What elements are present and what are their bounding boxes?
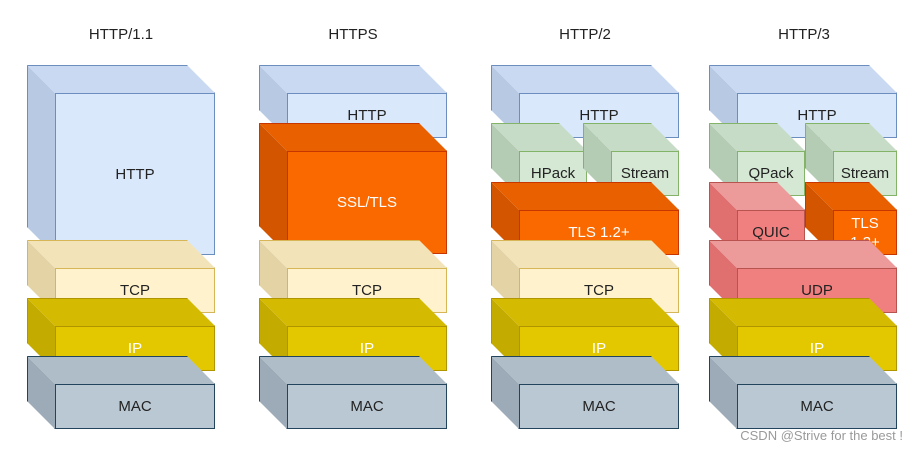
layer-top-face <box>259 65 447 93</box>
layer-http2-mac: MAC <box>491 356 679 429</box>
layer-side-face <box>27 65 55 255</box>
layer-top-face <box>27 298 215 326</box>
layer-top-face <box>709 298 897 326</box>
layer-http1-1-http: HTTP <box>27 65 215 255</box>
layer-top-face <box>709 240 897 268</box>
layer-top-face <box>259 356 447 384</box>
layer-label: MAC <box>519 384 679 429</box>
watermark: CSDN @Strive for the best ! <box>740 428 903 443</box>
layer-label: SSL/TLS <box>287 151 447 254</box>
layer-http3-mac: MAC <box>709 356 897 429</box>
layer-label: MAC <box>287 384 447 429</box>
layer-top-face <box>27 356 215 384</box>
layer-top-face <box>491 240 679 268</box>
layer-http1-1-mac: MAC <box>27 356 215 429</box>
column-title-https: HTTPS <box>328 26 378 43</box>
layer-top-face <box>259 298 447 326</box>
layer-top-face <box>491 182 679 210</box>
layer-top-face <box>259 240 447 268</box>
layer-https-ssl-tls: SSL/TLS <box>259 123 447 254</box>
layer-http2-hpack: HPack <box>491 123 587 196</box>
layer-top-face <box>27 240 215 268</box>
layer-top-face <box>491 298 679 326</box>
column-title-http1-1: HTTP/1.1 <box>88 26 154 43</box>
layer-top-face <box>259 123 447 151</box>
layer-https-mac: MAC <box>259 356 447 429</box>
layer-top-face <box>491 65 679 93</box>
layer-top-face <box>709 356 897 384</box>
layer-top-face <box>27 65 215 93</box>
layer-label: MAC <box>55 384 215 429</box>
column-title-http2: HTTP/2 <box>559 26 611 43</box>
layer-top-face <box>491 356 679 384</box>
column-title-http3: HTTP/3 <box>778 26 830 43</box>
layer-label: HTTP <box>55 93 215 255</box>
layer-label: MAC <box>737 384 897 429</box>
layer-top-face <box>709 65 897 93</box>
